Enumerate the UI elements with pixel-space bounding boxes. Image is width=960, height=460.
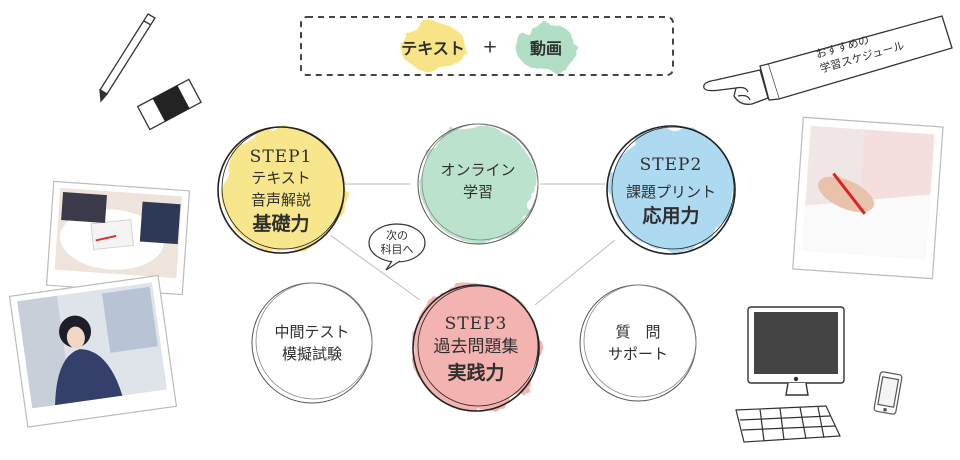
online-line2: 学習 [462,183,494,201]
text-label: テキスト [401,39,465,58]
question-node: 質 問 サポート [608,321,668,365]
step3-outline [412,284,540,412]
connector-lines [329,183,616,306]
online-outline-2 [421,123,539,241]
step2-node: STEP2 課題プリント 応用力 [626,155,716,229]
photo-writing-notebook [792,116,944,280]
bubble-tail [385,260,401,271]
step2-outline-2 [611,126,735,250]
speech-bubble [368,223,426,271]
video-label: 動画 [529,39,563,58]
step2-line2: 応用力 [642,205,700,227]
step2-splash [611,127,735,251]
step3-line2: 実践力 [447,362,505,384]
plus-sign: + [482,36,498,58]
step3-title: STEP3 [444,314,508,334]
midterm-line2: 模擬試験 [281,345,343,363]
eraser-icon [136,78,202,131]
step3-outline-2 [417,285,539,407]
smartphone-icon [873,371,903,415]
photo-student-phone [8,274,178,428]
paint-splashes [221,126,735,411]
step2-line1: 課題プリント [625,183,717,201]
step2-title: STEP2 [639,155,703,175]
text-pill-bg [400,23,466,71]
step1-line2: 音声解説 [250,191,311,209]
connector-step2-step3 [534,239,616,306]
circle-outlines [217,123,736,412]
step1-title: STEP1 [249,147,313,167]
online-line1: オンライン [440,161,516,179]
midterm-line1: 中間テスト [274,323,350,341]
schedule-tag [703,15,953,105]
online-node: オンライン 学習 [440,159,515,203]
connector-step1-step3 [329,234,421,301]
dashed-frame [300,16,674,76]
question-line1: 質 問 [615,323,661,341]
photo-study-desk [45,180,191,296]
question-line2: サポート [607,345,669,363]
video-pill-bg [516,23,576,71]
step1-outline-2 [221,126,345,250]
monitor-icon [747,306,845,396]
header-box [300,16,674,76]
question-outline-2 [583,284,697,398]
bubble-text: 次の 科目へ [381,229,414,257]
step3-node: STEP3 過去問題集 実践力 [434,314,519,386]
midterm-node: 中間テスト 模擬試験 [274,321,349,365]
bubble-line2: 科目へ [380,243,414,256]
keyboard-icon [735,405,841,443]
step1-splash [221,128,345,252]
step1-line3: 基礎力 [252,213,310,235]
pointing-hand-icon [703,69,769,105]
midterm-outline-2 [255,282,373,400]
pencil-icon [99,13,156,103]
step1-line1: テキスト [251,169,311,187]
step2-outline [606,125,736,255]
step3-splash [412,283,540,411]
step3-line1: 過去問題集 [433,337,519,357]
step1-node: STEP1 テキスト 音声解説 基礎力 [250,147,313,237]
online-splash [420,126,536,242]
bubble-line1: 次の [386,229,408,242]
